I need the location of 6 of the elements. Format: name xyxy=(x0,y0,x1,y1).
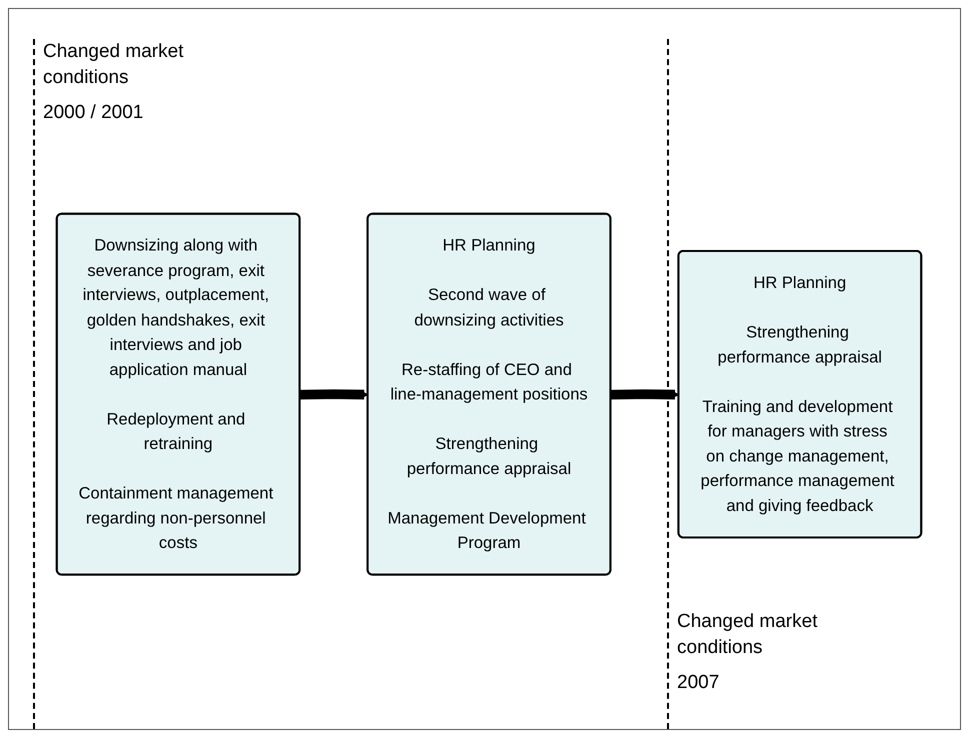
period-label: Changed market conditions xyxy=(43,40,184,90)
year-label: 2007 xyxy=(677,671,720,696)
period-label: Changed market conditions xyxy=(677,610,818,660)
arrow xyxy=(300,389,368,400)
year-label: 2000 / 2001 xyxy=(43,101,144,126)
arrow xyxy=(610,389,680,400)
